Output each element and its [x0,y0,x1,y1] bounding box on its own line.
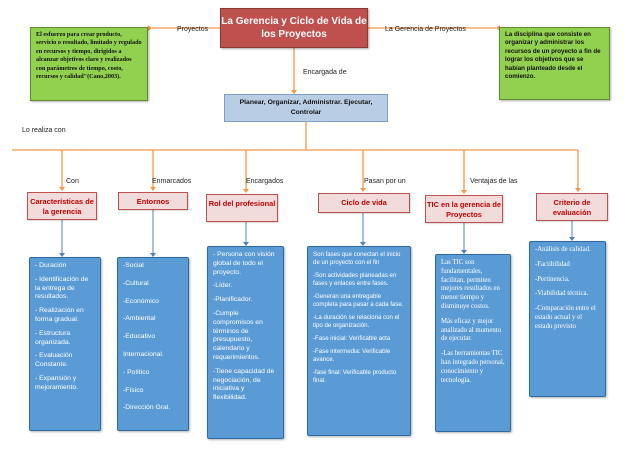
detail-item: - Evaluación Constante. [35,352,73,369]
detail-item: -Viabilidad técnica. [535,290,589,298]
detail-item: - Identificación de la entrega de result… [35,275,89,301]
detail-item: -Pertinencia. [535,275,570,283]
proyectos-definition-callout: El esfuerzo para crear producto, servici… [30,27,148,101]
detail-item: -Cultural [123,279,149,287]
detail-item: - Expansión y mejoramiento. [35,374,79,391]
detail-item: -Son actividades planeadas en fases y en… [313,272,397,287]
detail-item: Más eficaz y mejor analizado al momento … [441,317,502,343]
label-encargados: Encargados [246,178,284,185]
detail-item: Las TIC son fundamentales, facilitan, pe… [441,259,500,310]
detail-item: - Duración [35,262,67,269]
category-caracteristicas: Características de la gerencia [27,192,97,220]
detail-item: - Político [123,368,150,376]
detail-item: Son fases que conectan el inicio de un p… [313,251,401,266]
label-ventajas-de-las: Ventajas de las [470,178,518,185]
detail-criterio-evaluacion: -Análisis de calidad. -Factibilidad -Per… [529,241,606,397]
detail-item: -Líder. [213,282,233,290]
detail-item: -Fase inicial: Verificable acta [313,335,391,342]
label-encargada-de: Encargada de [303,69,347,76]
category-rol-profesional: Rol del profesional [206,194,278,222]
label-lo-realiza-con: Lo realiza con [22,127,66,134]
detail-item: -Planificador. [213,296,253,304]
label-enmarcados: Enmarcados [152,178,192,185]
detail-item: -Cumple compromisos en términos de presu… [213,309,263,361]
detail-item: -Económico [123,297,159,305]
detail-item: -fase final: Verificable producto final. [313,369,397,384]
detail-item: -Análisis de calidad. [535,246,591,253]
detail-item: -Las herramientas TIC han integrado pers… [441,350,505,384]
gerencia-definition-callout: La disciplina que consiste en organizar … [499,27,610,100]
detail-item: -Social [123,262,144,269]
detail-item: -Educativo [123,333,156,341]
detail-item: - Realización en forma gradual. [35,307,84,323]
detail-rol-profesional: - Persona con visión global de todo el p… [207,246,284,439]
detail-caracteristicas: - Duración - Identificación de la entreg… [29,257,101,431]
detail-item: -Factibilidad [535,260,570,268]
category-entornos: Entornos [118,192,188,210]
label-pasan-por-un: Pasan por un [364,178,406,185]
label-gerencia-de-proyectos: La Gerencia de Proyectos [385,26,466,33]
detail-item: -Comparación entre el estado actual y el… [535,305,596,330]
detail-ciclo-de-vida: Son fases que conectan el inicio de un p… [307,246,411,436]
detail-item: -Fase intermedia: Verificable avance. [313,348,391,363]
planear-box: Planear, Organizar, Administrar. Ejecuta… [224,94,388,122]
detail-item: Internacional. [123,350,164,358]
detail-item: - Persona con visión global de todo el p… [213,251,275,276]
detail-item: -Ambiental [123,315,156,323]
label-con: Con [66,178,79,185]
detail-item: -Físico [123,386,144,394]
category-criterio-evaluacion: Criterio de evaluación [536,193,608,221]
detail-tic: Las TIC son fundamentales, facilitan, pe… [435,254,511,432]
label-proyectos: Proyectos [177,26,209,33]
detail-item: - Estructura organizada. [35,329,71,346]
detail-item: -La duración se relaciona con el tipo de… [313,314,400,329]
detail-item: -Tiene capacidad de negociación, de inic… [213,367,275,402]
category-tic: TIC en la gerencia de Proyectos [425,195,503,223]
detail-entornos: -Social -Cultural -Económico -Ambiental … [117,257,189,431]
detail-item: -Generan una entregable completa para pa… [313,293,404,308]
diagram-title: La Gerencia y Ciclo de Vida de los Proye… [220,8,368,48]
detail-item: -Dirección Gral. [123,404,171,412]
category-ciclo-de-vida: Ciclo de vida [318,193,410,213]
